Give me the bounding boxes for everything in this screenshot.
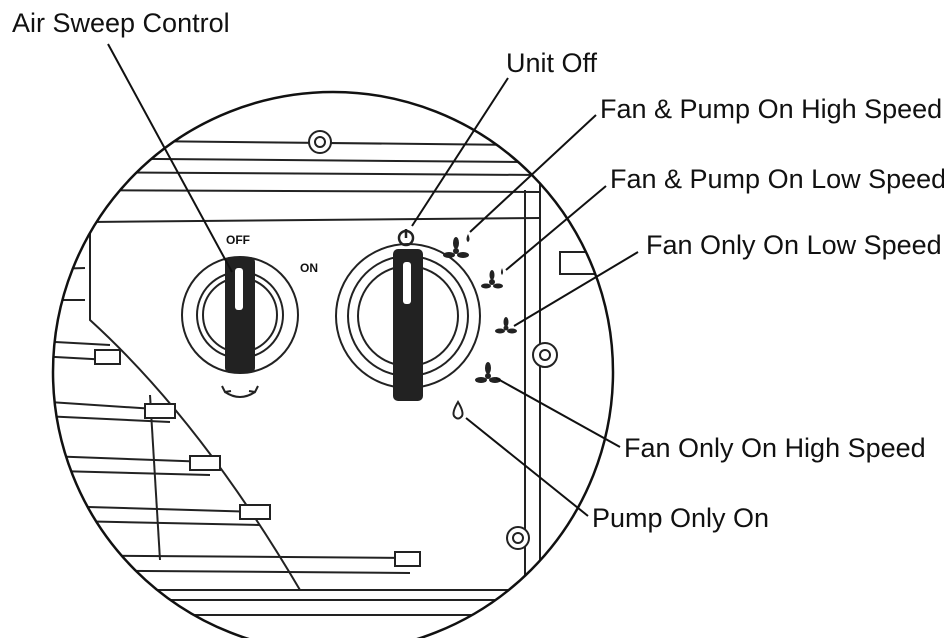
leader-pump-only (465, 417, 589, 517)
leader-fan-only-high (495, 377, 621, 448)
louver-grill (53, 224, 600, 616)
leader-air-sweep (107, 43, 233, 273)
fan-high-icon (475, 362, 501, 383)
leader-unit-off (411, 77, 509, 227)
fan-low-icon (495, 317, 517, 334)
right-bracket (506, 251, 601, 550)
callout-fan-only-high: Fan Only On High Speed (624, 433, 926, 463)
water-drop-icon (452, 400, 464, 420)
callout-pump-only: Pump Only On (592, 503, 770, 533)
magnified-view: OFF ON (53, 130, 601, 616)
air-sweep-knob[interactable] (181, 256, 299, 374)
power-icon (397, 229, 415, 247)
leader-fan-only-low (513, 251, 639, 327)
mode-selector-knob[interactable] (335, 243, 481, 401)
swing-arrows-icon (221, 385, 259, 398)
callout-unit-off: Unit Off (506, 48, 598, 78)
callout-fan-pump-low: Fan & Pump On Low Speed (610, 164, 944, 194)
fan-pump-low-icon (481, 268, 503, 289)
on-label: ON (300, 261, 318, 275)
off-label: OFF (226, 233, 250, 247)
callout-air-sweep-control: Air Sweep Control (12, 8, 230, 38)
callout-fan-only-low: Fan Only On Low Speed (646, 230, 942, 260)
leader-fan-pump-high (469, 114, 597, 233)
screw-top (308, 130, 332, 154)
fan-pump-high-icon (443, 234, 470, 258)
leader-lines (107, 43, 639, 517)
callout-fan-pump-high: Fan & Pump On High Speed (600, 94, 943, 124)
magnifier-circle (51, 90, 615, 638)
top-rail (53, 139, 541, 193)
leader-fan-pump-low (505, 185, 607, 271)
